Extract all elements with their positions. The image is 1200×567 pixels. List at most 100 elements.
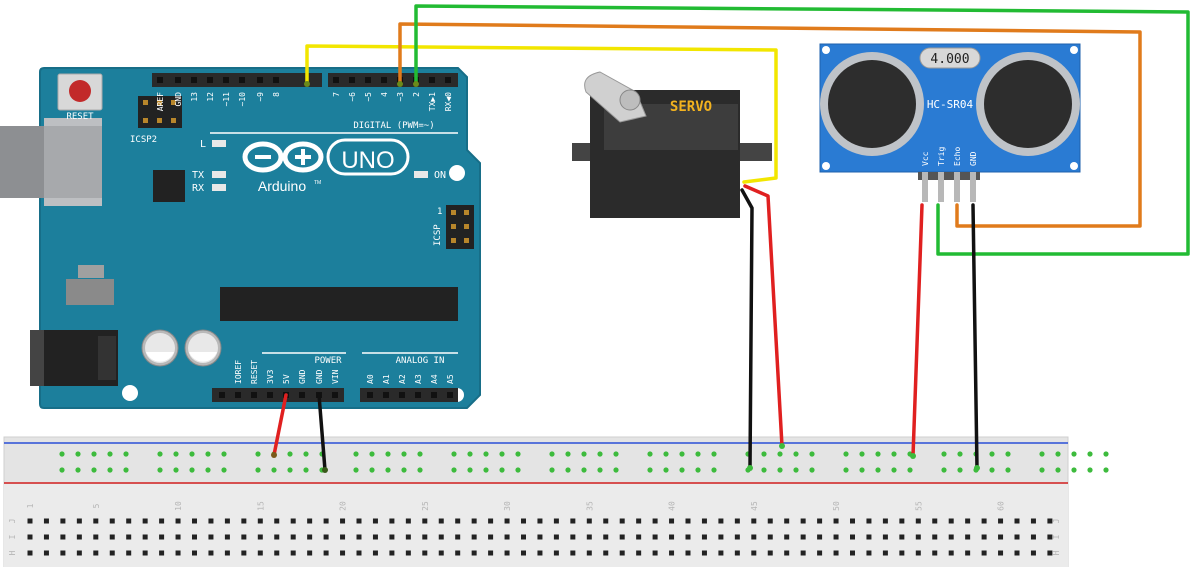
rail-hole (565, 467, 571, 473)
digital-pin-label: 12 (206, 92, 215, 102)
terminal-hole (340, 518, 346, 524)
column-number: 25 (421, 501, 430, 511)
header-hole (429, 77, 435, 83)
rail-hole (369, 467, 375, 473)
terminal-hole (241, 518, 247, 524)
reset-button[interactable] (57, 73, 103, 111)
header-hole (235, 392, 241, 398)
terminal-hole (981, 534, 987, 540)
rail-hole (91, 467, 97, 473)
terminal-hole (142, 550, 148, 556)
rail-hole (711, 467, 717, 473)
digital-pin-label: TX▶1 (428, 92, 437, 111)
rail-hole (417, 451, 423, 457)
terminal-hole (488, 550, 494, 556)
terminal-hole (899, 550, 905, 556)
terminal-hole (208, 518, 214, 524)
terminal-hole (1014, 518, 1020, 524)
atmega-chip (220, 287, 458, 321)
arduino-logo (242, 138, 410, 176)
terminal-hole (603, 518, 609, 524)
terminal-hole (751, 550, 757, 556)
rail-hole (1039, 451, 1045, 457)
terminal-hole (504, 550, 510, 556)
header-hole (207, 77, 213, 83)
header-hole (267, 392, 273, 398)
terminal-hole (109, 534, 115, 540)
terminal-hole (817, 534, 823, 540)
terminal-hole (1014, 550, 1020, 556)
rail-hole (1005, 451, 1011, 457)
header-hole (447, 392, 453, 398)
rail-hole (515, 451, 521, 457)
terminal-hole (899, 534, 905, 540)
terminal-hole (652, 518, 658, 524)
rail-hole (679, 467, 685, 473)
rail-hole (891, 467, 897, 473)
rail-hole (59, 467, 65, 473)
header-hole (157, 77, 163, 83)
rail-hole (385, 467, 391, 473)
mounting-hole (822, 162, 830, 170)
row-letter: I (8, 534, 17, 539)
digital-pin-label: ~6 (348, 92, 357, 102)
analog-pin-label: A0 (366, 374, 375, 384)
column-number: 55 (914, 501, 923, 511)
usb-connector (0, 118, 102, 206)
terminal-hole (455, 518, 461, 524)
terminal-hole (307, 550, 313, 556)
terminal-hole (701, 550, 707, 556)
rail-hole (157, 451, 163, 457)
terminal-hole (800, 518, 806, 524)
terminal-hole (553, 550, 559, 556)
terminal-hole (603, 550, 609, 556)
rail-hole (843, 467, 849, 473)
rail-hole (189, 451, 195, 457)
terminal-hole (175, 518, 181, 524)
rail-hole (157, 467, 163, 473)
terminal-holes (27, 518, 1053, 556)
led-rx (212, 184, 226, 191)
terminal-hole (257, 550, 263, 556)
led-tx-label: TX (192, 170, 204, 181)
terminal-hole (948, 518, 954, 524)
rail-hole (303, 467, 309, 473)
terminal-hole (438, 518, 444, 524)
terminal-hole (27, 550, 33, 556)
rail-hole (107, 467, 113, 473)
rail-hole (647, 451, 653, 457)
power-label: POWER (314, 356, 342, 366)
rail-hole (451, 451, 457, 457)
terminal-hole (504, 534, 510, 540)
terminal-hole (784, 518, 790, 524)
terminal-hole (43, 534, 49, 540)
rail-hole (1055, 467, 1061, 473)
terminal-hole (1047, 534, 1053, 540)
terminal-hole (192, 550, 197, 556)
terminal-hole (603, 534, 609, 540)
header-hole (251, 392, 257, 398)
mounting-hole (1070, 162, 1078, 170)
rail-hole (205, 451, 211, 457)
header-hole (239, 77, 245, 83)
terminal-hole (1047, 518, 1053, 524)
terminal-hole (504, 518, 510, 524)
rail-hole (271, 467, 277, 473)
terminal-hole (455, 534, 461, 540)
column-number: 30 (503, 501, 512, 511)
terminal-hole (60, 550, 66, 556)
rail-hole (123, 451, 129, 457)
row-letter: H (1052, 550, 1061, 555)
terminal-hole (93, 534, 99, 540)
rail-hole (613, 451, 619, 457)
terminal-hole (619, 534, 625, 540)
header-hole (175, 77, 181, 83)
power-pin-label: GND (315, 369, 324, 384)
terminal-hole (356, 534, 362, 540)
icsp-header (446, 205, 474, 249)
rail-hole (989, 467, 995, 473)
